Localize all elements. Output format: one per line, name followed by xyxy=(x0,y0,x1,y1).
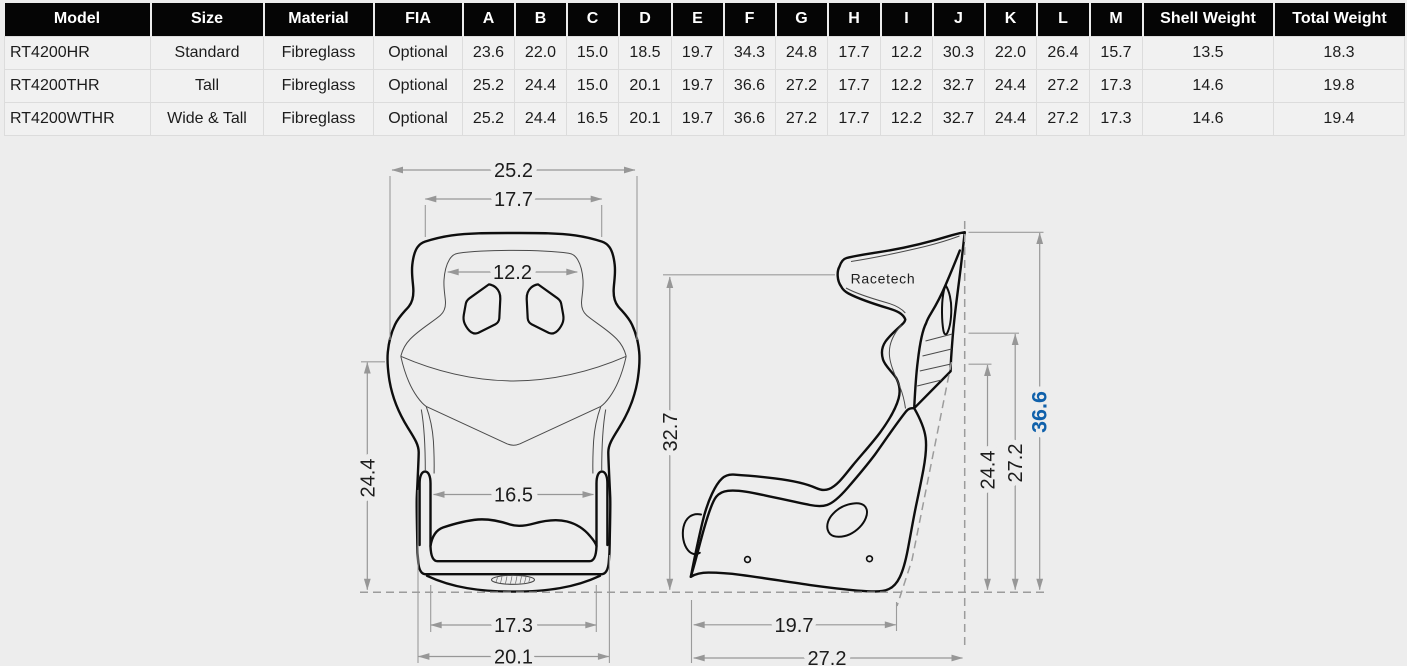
svg-text:17.3: 17.3 xyxy=(494,615,533,637)
svg-text:36.6: 36.6 xyxy=(1028,391,1052,433)
svg-text:24.4: 24.4 xyxy=(357,459,379,498)
svg-text:27.2: 27.2 xyxy=(808,648,847,666)
svg-text:16.5: 16.5 xyxy=(494,485,533,507)
svg-text:17.7: 17.7 xyxy=(494,189,533,211)
svg-text:24.4: 24.4 xyxy=(978,451,1000,490)
svg-text:19.7: 19.7 xyxy=(775,615,814,637)
svg-text:20.1: 20.1 xyxy=(494,647,533,666)
svg-text:12.2: 12.2 xyxy=(493,262,532,284)
svg-text:27.2: 27.2 xyxy=(1005,444,1027,483)
svg-text:25.2: 25.2 xyxy=(494,160,533,182)
svg-text:32.7: 32.7 xyxy=(660,413,682,452)
svg-text:Racetech: Racetech xyxy=(851,271,916,287)
